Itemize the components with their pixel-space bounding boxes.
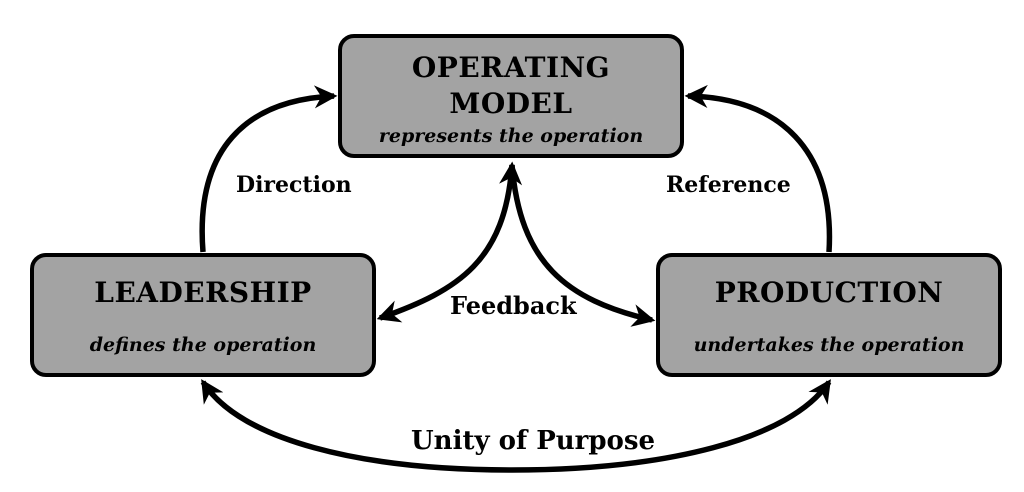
production-box: PRODUCTION undertakes the operation: [656, 253, 1002, 377]
operating-model-title-line1: OPERATING: [411, 51, 611, 84]
leadership-subtitle: defines the operation: [89, 334, 317, 356]
production-subtitle: undertakes the operation: [693, 334, 965, 356]
operating-model-box: OPERATING MODEL represents the operation: [338, 34, 684, 158]
feedback-arrow-left: [376, 161, 523, 323]
leadership-box: LEADERSHIP defines the operation: [30, 253, 376, 377]
unity-arrow: [200, 379, 832, 473]
operating-model-title-line2: MODEL: [449, 87, 573, 120]
feedback-arrow-right: [509, 164, 656, 327]
production-title: PRODUCTION: [714, 276, 944, 309]
unity-of-purpose-label: Unity of Purpose: [411, 426, 656, 456]
direction-arrow: [199, 85, 338, 253]
feedback-label: Feedback: [450, 291, 577, 320]
direction-label: Direction: [236, 172, 352, 198]
reference-arrow: [684, 84, 833, 253]
leadership-title: LEADERSHIP: [94, 276, 312, 309]
reference-label: Reference: [666, 172, 791, 198]
operating-model-subtitle: represents the operation: [378, 125, 644, 147]
